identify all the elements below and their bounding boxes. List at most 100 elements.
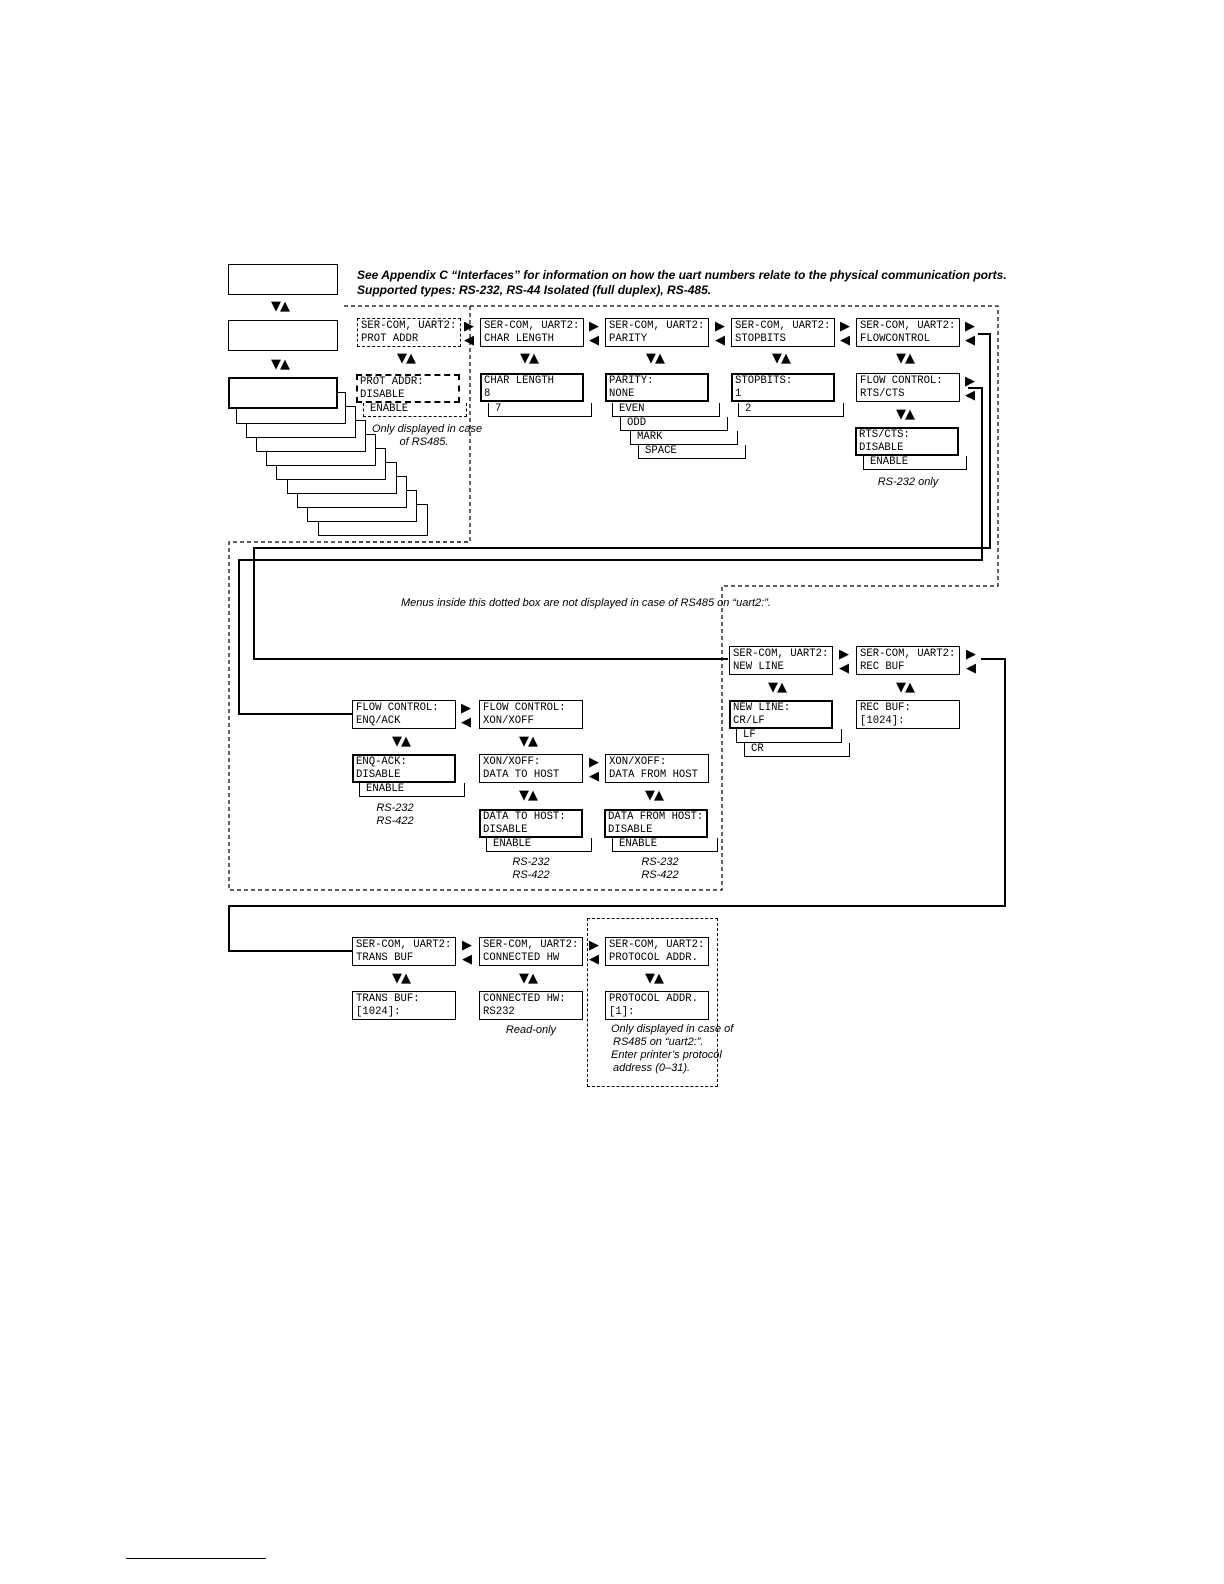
left-arrow-icon: ◀ xyxy=(461,715,471,730)
header-line-1: See Appendix C “Interfaces” for informat… xyxy=(357,268,1007,282)
setting-flow-control: FLOW CONTROL:RTS/CTS xyxy=(856,373,960,402)
updown-arrow-icon: ▼▲ xyxy=(772,351,791,366)
menu-prot-addr: SER-COM, UART2:PROT ADDR xyxy=(357,318,461,347)
right-arrow-icon: ▶ xyxy=(839,647,849,662)
setting-rec-buf: REC BUF:[1024]: xyxy=(856,700,960,729)
updown-arrow-icon: ▼▲ xyxy=(646,351,665,366)
option-parity-mark: MARK xyxy=(630,431,738,445)
rs485-only-region xyxy=(344,305,471,543)
option-parity-odd: ODD xyxy=(620,417,728,431)
menu-char-length: SER-COM, UART2:CHAR LENGTH xyxy=(480,318,584,347)
setting-rts-cts: RTS/CTS:DISABLE xyxy=(855,427,959,456)
right-arrow-icon: ▶ xyxy=(462,938,472,953)
updown-arrow-icon: ▼▲ xyxy=(896,680,915,695)
updown-arrow-icon: ▼▲ xyxy=(392,734,411,749)
footnote-rule xyxy=(126,1558,266,1559)
flowcontrol-wrap-line xyxy=(253,333,991,660)
left-arrow-icon: ◀ xyxy=(464,333,474,348)
menu-flowcontrol: SER-COM, UART2:FLOWCONTROL xyxy=(856,318,960,347)
option-rts-cts-enable: ENABLE xyxy=(863,456,967,470)
sub-menu-box xyxy=(228,320,338,351)
updown-arrow-icon: ▼▲ xyxy=(519,734,538,749)
left-arrow-icon: ◀ xyxy=(589,952,599,967)
right-arrow-icon: ▶ xyxy=(840,319,850,334)
menu-connected-hw: SER-COM, UART2:CONNECTED HW xyxy=(479,937,583,966)
option-parity-space: SPACE xyxy=(638,445,746,459)
updown-arrow-icon: ▼▲ xyxy=(271,299,290,314)
updown-arrow-icon: ▼▲ xyxy=(271,357,290,372)
left-arrow-icon: ◀ xyxy=(589,333,599,348)
menu-protocol-addr: SER-COM, UART2:PROTOCOL ADDR. xyxy=(605,937,709,966)
uart2-menu-box xyxy=(228,377,338,409)
right-arrow-icon: ▶ xyxy=(464,319,474,334)
top-menu-box xyxy=(228,264,338,295)
right-arrow-icon: ▶ xyxy=(965,374,975,389)
setting-prot-addr: PROT ADDR:DISABLE xyxy=(356,374,460,403)
left-arrow-icon: ◀ xyxy=(966,661,976,676)
right-arrow-icon: ▶ xyxy=(589,319,599,334)
header-line-2: Supported types: RS-232, RS-44 Isolated … xyxy=(357,283,712,297)
setting-new-line: NEW LINE:CR/LF xyxy=(729,700,833,729)
menu-stopbits: SER-COM, UART2:STOPBITS xyxy=(731,318,835,347)
right-arrow-icon: ▶ xyxy=(966,647,976,662)
updown-arrow-icon: ▼▲ xyxy=(645,788,664,803)
menu-rec-buf: SER-COM, UART2:REC BUF xyxy=(856,646,960,675)
setting-flow-control-xon-xoff: FLOW CONTROL:XON/XOFF xyxy=(479,700,583,729)
left-arrow-icon: ◀ xyxy=(462,952,472,967)
rec-buf-wrap-line xyxy=(228,658,1006,952)
left-arrow-icon: ◀ xyxy=(840,333,850,348)
option-enq-ack-enable: ENABLE xyxy=(359,783,465,797)
updown-arrow-icon: ▼▲ xyxy=(896,407,915,422)
updown-arrow-icon: ▼▲ xyxy=(768,680,787,695)
left-arrow-icon: ◀ xyxy=(589,769,599,784)
option-data-to-host-enable: ENABLE xyxy=(486,838,592,852)
updown-arrow-icon: ▼▲ xyxy=(896,351,915,366)
menu-new-line: SER-COM, UART2:NEW LINE xyxy=(729,646,833,675)
right-arrow-icon: ▶ xyxy=(589,938,599,953)
left-arrow-icon: ◀ xyxy=(965,388,975,403)
setting-enq-ack: ENQ-ACK:DISABLE xyxy=(352,754,456,783)
setting-parity: PARITY:NONE xyxy=(605,373,709,402)
setting-trans-buf: TRANS BUF:[1024]: xyxy=(352,991,456,1020)
option-prot-addr-enable: ENABLE xyxy=(363,403,467,417)
menu-parity: SER-COM, UART2:PARITY xyxy=(605,318,709,347)
updown-arrow-icon: ▼▲ xyxy=(645,971,664,986)
right-arrow-icon: ▶ xyxy=(589,755,599,770)
read-only-note: Read-only xyxy=(505,1024,557,1036)
left-arrow-icon: ◀ xyxy=(715,333,725,348)
flow-control-wrap-line xyxy=(238,387,983,715)
option-parity-even: EVEN xyxy=(612,403,720,417)
right-arrow-icon: ▶ xyxy=(715,319,725,334)
menu-trans-buf: SER-COM, UART2:TRANS BUF xyxy=(352,937,456,966)
setting-stopbits: STOPBITS:1 xyxy=(731,373,835,402)
updown-arrow-icon: ▼▲ xyxy=(397,351,416,366)
setting-connected-hw: CONNECTED HW:RS232 xyxy=(479,991,583,1020)
option-char-length-7: 7 xyxy=(488,403,592,417)
updown-arrow-icon: ▼▲ xyxy=(519,788,538,803)
dotted-box-note: Menus inside this dotted box are not dis… xyxy=(401,597,771,609)
left-arrow-icon: ◀ xyxy=(839,661,849,676)
right-arrow-icon: ▶ xyxy=(461,701,471,716)
left-arrow-icon: ◀ xyxy=(965,333,975,348)
setting-data-to-host: DATA TO HOST:DISABLE xyxy=(479,809,583,838)
option-data-from-host-enable: ENABLE xyxy=(612,838,718,852)
not-rs485-region xyxy=(228,305,999,891)
right-arrow-icon: ▶ xyxy=(965,319,975,334)
setting-xon-data-from-host: XON/XOFF:DATA FROM HOST xyxy=(605,754,709,783)
setting-flow-control-enq-ack: FLOW CONTROL:ENQ/ACK xyxy=(352,700,456,729)
rs232-only-note: RS-232 only xyxy=(877,476,939,488)
updown-arrow-icon: ▼▲ xyxy=(519,971,538,986)
option-stopbits-2: 2 xyxy=(738,403,844,417)
setting-xon-data-to-host: XON/XOFF:DATA TO HOST xyxy=(479,754,583,783)
option-new-line-lf: LF xyxy=(736,729,842,743)
setting-protocol-addr: PROTOCOL ADDR.[1]: xyxy=(605,991,709,1020)
protocol-addr-region xyxy=(587,918,718,1087)
updown-arrow-icon: ▼▲ xyxy=(520,351,539,366)
